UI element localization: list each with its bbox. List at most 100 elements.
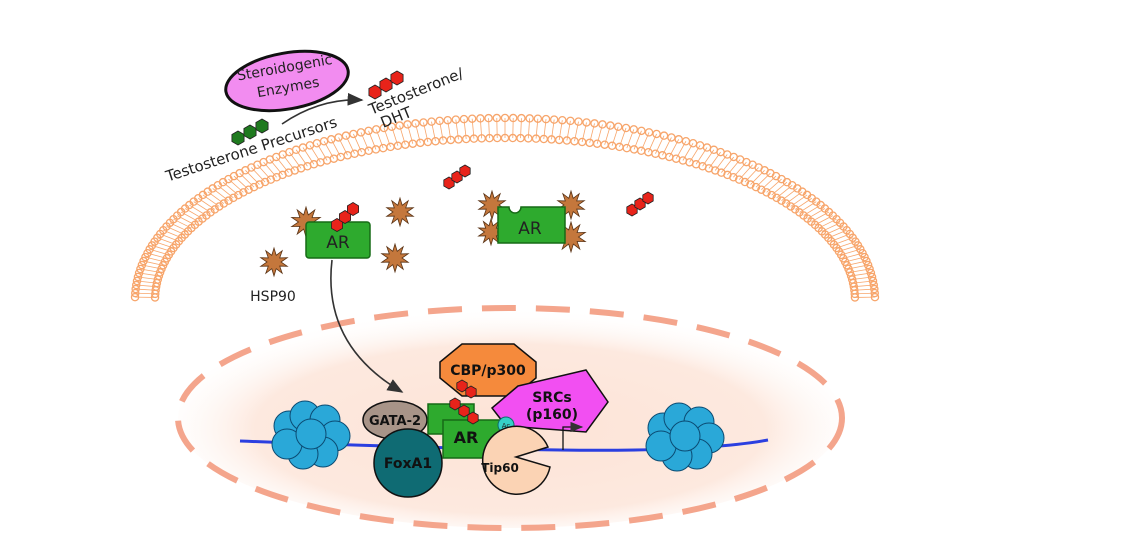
lipid-head xyxy=(341,131,351,140)
ar-cytoplasm-right: AR xyxy=(497,206,566,244)
lipid-tail xyxy=(702,149,715,167)
lipid-tail xyxy=(439,120,444,141)
molecule-ring xyxy=(459,164,471,178)
tip60-label: Tip60 xyxy=(481,461,519,475)
molecule-ring xyxy=(255,118,269,134)
histone xyxy=(669,420,701,452)
lipid-tail xyxy=(695,147,708,165)
lipid-tail xyxy=(648,133,657,153)
lipid-tail xyxy=(836,241,856,249)
lipid-tail xyxy=(845,256,865,263)
lipid-head xyxy=(637,126,646,136)
molecule-ring xyxy=(346,202,360,216)
lipid-tail xyxy=(136,280,157,284)
hsp90-star xyxy=(380,242,410,274)
lipid-tail xyxy=(173,218,192,229)
lipid-head xyxy=(558,115,567,125)
lipid-tail xyxy=(776,184,793,199)
lipid-tail xyxy=(799,201,817,213)
lipid-head xyxy=(443,115,452,125)
nucleosome-right xyxy=(645,402,725,472)
lipid-tail xyxy=(140,268,161,273)
lipid-tail xyxy=(633,130,642,150)
lipid-tail xyxy=(222,181,239,196)
lipid-tail xyxy=(551,119,555,140)
lipid-tail xyxy=(852,276,873,280)
lipid-tail xyxy=(139,272,159,277)
lipid-tail xyxy=(137,276,158,280)
ar-nucleus: AR xyxy=(427,403,506,459)
lipid-tail xyxy=(145,256,165,263)
lipid-tail xyxy=(814,215,833,226)
molecule-ring xyxy=(458,404,470,418)
lipid-tail xyxy=(853,280,874,284)
lipid-tail xyxy=(189,204,207,216)
acetyl-label: Ac xyxy=(502,422,511,430)
ar-bound-ligand xyxy=(330,202,360,232)
testosterone-precursors-label: Testosterone Precursors xyxy=(163,113,340,186)
lipid-tail xyxy=(727,159,741,176)
ar-cytoplasm-left: AR xyxy=(305,221,371,259)
lipid-tail xyxy=(217,184,234,199)
lipid-head xyxy=(681,136,691,146)
lipid-head xyxy=(860,252,869,262)
lipid-head xyxy=(659,131,669,140)
lipid-head xyxy=(319,136,329,146)
lipid-head xyxy=(867,272,877,282)
lipid-head xyxy=(395,121,404,130)
lipid-tail xyxy=(825,226,844,235)
srcs-label-line1: SRCs xyxy=(532,390,571,406)
histone xyxy=(295,418,327,450)
lipid-tail xyxy=(675,141,687,159)
molecule-ring xyxy=(467,411,479,425)
molecule-ring xyxy=(243,124,257,140)
lipid-tail xyxy=(169,222,189,232)
lipid-tail xyxy=(566,120,571,141)
lipid-head xyxy=(862,256,871,266)
lipid-tail xyxy=(198,197,216,210)
hsp90-star xyxy=(259,246,289,278)
lipid-tail xyxy=(854,288,875,291)
lipid-tail xyxy=(848,264,869,270)
lipid-head xyxy=(133,272,143,282)
lipid-tail xyxy=(794,197,812,210)
lipid-tail xyxy=(207,191,225,204)
lipid-tail xyxy=(323,141,335,159)
lipid-tail xyxy=(543,119,547,140)
lipid-tail xyxy=(581,122,587,143)
lipid-tail xyxy=(257,164,272,180)
lipid-tail xyxy=(282,154,296,171)
lipid-tail xyxy=(714,154,728,171)
lipid-tail xyxy=(289,151,302,169)
tip60: Tip60 xyxy=(481,425,551,495)
lipid-tail xyxy=(640,132,650,151)
lipid-tail xyxy=(626,129,635,149)
lipid-tail xyxy=(275,156,289,173)
lipid-tail xyxy=(431,121,436,142)
lipid-tail xyxy=(596,124,603,144)
lipid-tail xyxy=(479,118,483,139)
lipid-tail xyxy=(682,143,694,161)
lipid-head xyxy=(613,122,623,131)
lipid-tail xyxy=(415,123,421,143)
lipid-tail xyxy=(251,167,266,183)
lipid-head xyxy=(427,117,436,126)
lipid-head xyxy=(652,129,661,139)
lipid-head xyxy=(419,118,428,127)
lipid-tail xyxy=(527,118,531,139)
lipid-tail xyxy=(239,172,255,188)
lipid-head xyxy=(134,268,144,278)
lipid-tail xyxy=(149,248,169,256)
lipid-tail xyxy=(263,161,277,178)
lipid-tail xyxy=(135,292,156,295)
lipid-tail xyxy=(345,135,355,154)
gata2-label: GATA-2 xyxy=(369,414,421,429)
lipid-tail xyxy=(771,181,788,196)
lipid-tail xyxy=(750,170,765,185)
lipid-tail xyxy=(368,130,377,150)
lipid-tail xyxy=(849,268,870,273)
lipid-tail xyxy=(781,188,798,201)
lipid-tail xyxy=(353,133,362,153)
lipid-tail xyxy=(853,284,874,288)
